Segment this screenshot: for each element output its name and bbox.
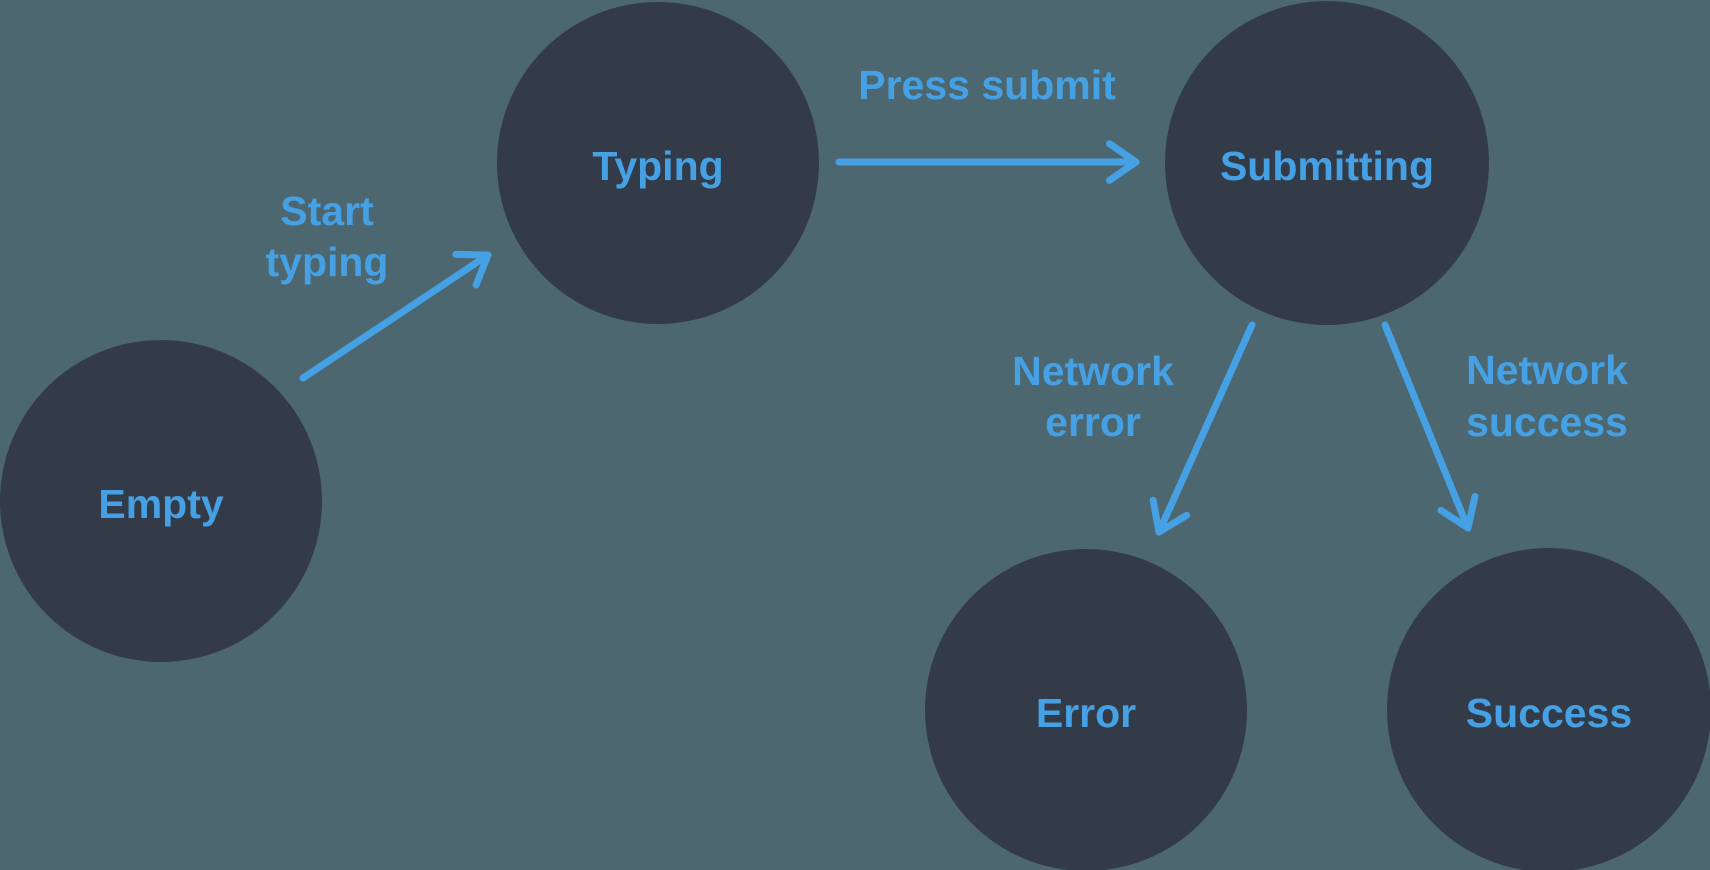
state-node-error: Error <box>925 549 1247 870</box>
transition-arrow-network-error <box>1149 321 1256 536</box>
state-circle-success <box>1387 548 1710 870</box>
transition-label-press-submit: Press submit <box>858 62 1116 108</box>
state-label-submitting: Submitting <box>1220 143 1434 189</box>
transition-label-network-error-line2: error <box>1045 399 1141 445</box>
state-node-submitting: Submitting <box>1165 1 1489 325</box>
state-node-empty: Empty <box>0 340 322 662</box>
state-label-typing: Typing <box>592 143 723 189</box>
state-label-error: Error <box>1036 690 1136 736</box>
transition-label-network-success-line1: Network <box>1466 347 1628 393</box>
transition-label-start-typing-line2: typing <box>266 239 389 285</box>
state-label-empty: Empty <box>98 481 224 527</box>
state-circle-submitting <box>1165 1 1489 325</box>
transition-arrow-start-typing <box>299 250 492 382</box>
state-node-success: Success <box>1387 548 1710 870</box>
transition-label-network-success-line2: success <box>1466 399 1628 445</box>
state-circle-empty <box>0 340 322 662</box>
state-circle-typing <box>497 2 819 324</box>
transition-arrow-network-success <box>1381 321 1479 532</box>
state-node-typing: Typing <box>497 2 819 324</box>
transition-label-start-typing-line1: Start <box>280 188 374 234</box>
state-label-success: Success <box>1466 690 1632 736</box>
transition-label-network-error-line1: Network <box>1012 348 1174 394</box>
state-circle-error <box>925 549 1247 870</box>
